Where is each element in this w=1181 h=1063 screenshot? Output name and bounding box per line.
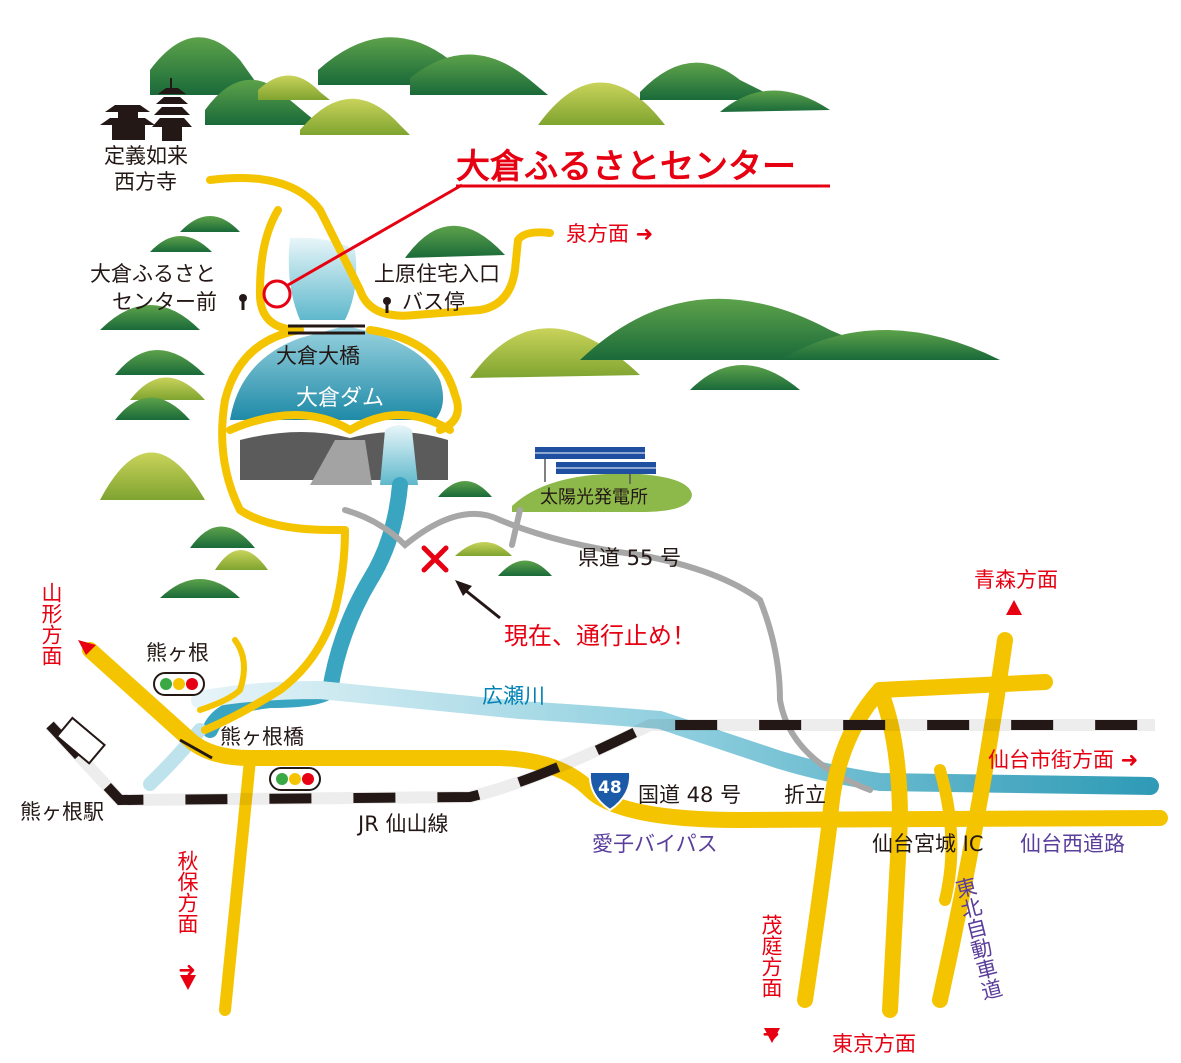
kumagane-label: 熊ヶ根 — [146, 641, 209, 665]
bus-stop-icon — [239, 294, 391, 313]
jr-senzan-line — [45, 719, 1155, 807]
yellow-roads — [82, 174, 1168, 1018]
direction-yamagata: 山形方面 — [39, 582, 63, 666]
dam-body — [240, 425, 448, 485]
national-road-label: 国道 48 号 — [638, 783, 742, 807]
pagoda-icon — [152, 78, 192, 141]
page-title: 大倉ふるさとセンター — [456, 147, 796, 187]
jr-line-label: JR 仙山線 — [358, 812, 449, 836]
direction-aomori: 青森方面 — [974, 568, 1058, 592]
bus-stop-center-label-1: 大倉ふるさと — [90, 262, 216, 286]
reservoir — [230, 237, 444, 420]
kumagane-station-label: 熊ヶ根駅 — [20, 800, 104, 824]
orizate-label: 折立 — [784, 783, 826, 807]
sendai-miyagi-ic-label: 仙台宮城 IC — [872, 832, 984, 856]
direction-akiu: 秋保方面 ➜ — [175, 850, 199, 982]
ookura-dam-label: 大倉ダム — [296, 386, 385, 411]
prefectural-road-55 — [342, 507, 873, 793]
temple-icon — [100, 105, 155, 140]
solar-panel-icon — [535, 447, 656, 484]
bridges — [179, 324, 365, 760]
center-callout — [262, 183, 830, 309]
bus-stop-uehara-label-1: 上原住宅入口 — [374, 262, 500, 286]
prefectural-road-label: 県道 55 号 — [578, 546, 682, 570]
mountains — [100, 37, 1000, 598]
bus-stop-uehara-label-2: バス停 — [402, 290, 465, 314]
aiko-bypass-label: 愛子バイパス — [592, 832, 718, 856]
route-shield-number: 48 — [598, 778, 622, 798]
direction-arrows — [78, 600, 1022, 1043]
kumagane-bridge-label: 熊ヶ根橋 — [220, 725, 304, 749]
kumagane-station-icon — [55, 716, 106, 765]
temple-label-2: 西方寺 — [114, 170, 177, 194]
temple-label-1: 定義如来 — [104, 144, 188, 168]
ookura-bridge-label: 大倉大橋 — [276, 344, 360, 368]
closed-x-icon — [421, 545, 449, 573]
solar-plant — [512, 447, 692, 512]
route-shield-icon — [588, 771, 632, 812]
direction-moniwa: 茂庭方面 ➜ — [759, 914, 783, 1046]
sendai-seidoro-label: 仙台西道路 — [1020, 832, 1125, 856]
road-closed-label: 現在、通行止め！ — [504, 622, 696, 650]
traffic-light-icon — [153, 672, 321, 791]
direction-izumi: 泉方面 ➜ — [566, 222, 654, 246]
solar-plant-label: 太陽光発電所 — [540, 487, 648, 508]
bus-stop-center-label-2: センター前 — [112, 290, 217, 314]
arrow-icon — [455, 580, 501, 620]
direction-sendai-city: 仙台市街方面 ➜ — [988, 748, 1139, 772]
river-label: 広瀬川 — [482, 684, 545, 708]
direction-tokyo: 東京方面 — [832, 1032, 916, 1056]
